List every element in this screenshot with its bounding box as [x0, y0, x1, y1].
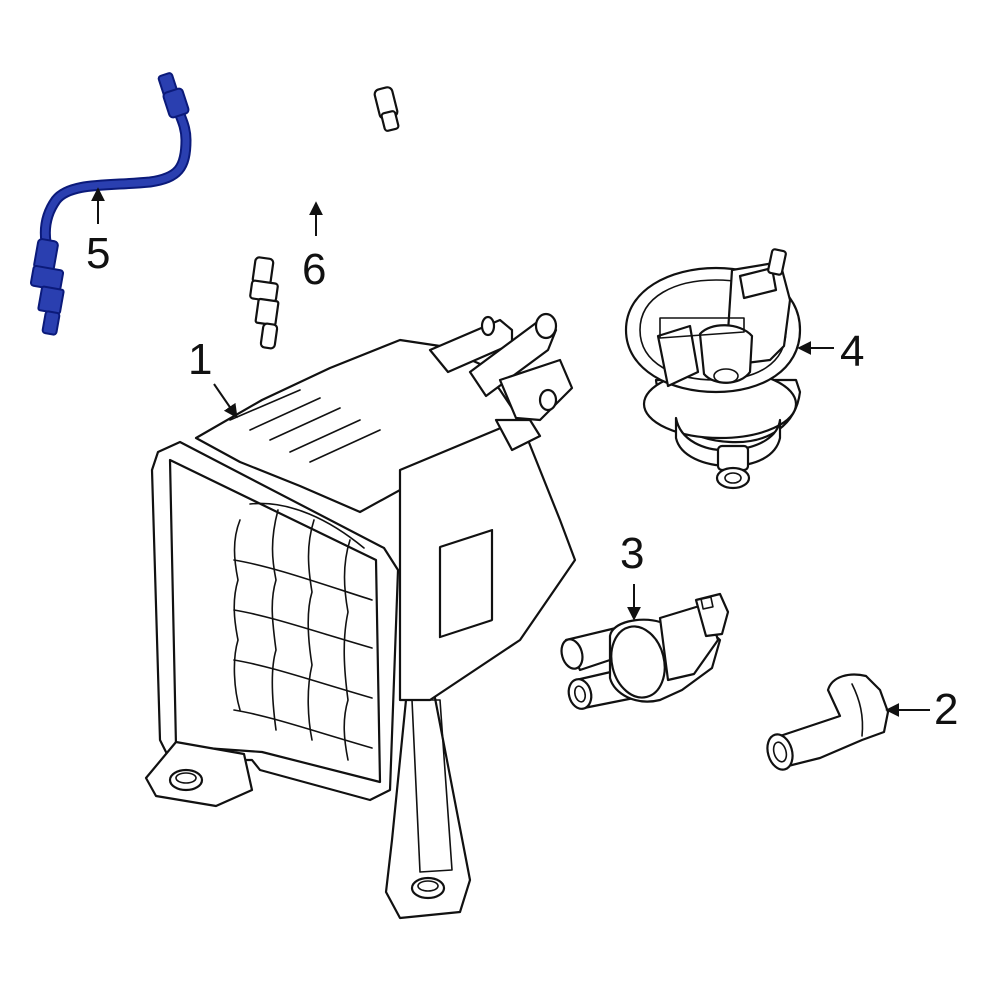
- canister-bracket: [384, 658, 472, 920]
- oxygen-sensor-5[interactable]: [29, 72, 192, 336]
- sensor-6-thread: [254, 297, 280, 327]
- callout-1[interactable]: 1: [188, 335, 212, 384]
- valve4-plug-left: [656, 324, 700, 388]
- purge-valve-3[interactable]: [558, 592, 730, 711]
- canister-label-plate: [438, 528, 494, 639]
- callout-3[interactable]: 3: [620, 529, 644, 578]
- callout-arrows: [91, 187, 930, 717]
- hose-end-bore: [772, 741, 788, 763]
- callout-6[interactable]: 6: [302, 245, 326, 294]
- vacuum-valve-4[interactable]: [624, 248, 802, 490]
- charcoal-canister-1[interactable]: [144, 312, 577, 920]
- valve4-plug-right: [698, 324, 754, 384]
- foot-hole-inner: [175, 772, 197, 784]
- hose-end: [766, 733, 794, 771]
- callout-4[interactable]: 4: [840, 327, 864, 376]
- hose-elbow-2[interactable]: [764, 673, 890, 773]
- valve4-nozzle: [716, 444, 750, 472]
- valve4-nozzle-end: [715, 466, 751, 490]
- valve4-nozzle-bore: [724, 472, 742, 484]
- canister-top: [194, 338, 522, 514]
- canister-ports: [428, 312, 574, 452]
- sensor-6-tip: [259, 322, 279, 350]
- valve3-inlet-end: [560, 638, 584, 670]
- sensor-5-thread: [37, 285, 65, 315]
- valve3-connector-tab: [700, 596, 714, 610]
- valve3-outlet-bore: [573, 685, 587, 703]
- canister-grid: [233, 502, 373, 761]
- sensor-6-wire-outer: [259, 118, 410, 264]
- oxygen-sensor-6[interactable]: [249, 86, 412, 350]
- valve3-connector: [694, 592, 730, 638]
- valve4-collar: [659, 317, 745, 339]
- valve4-plug-hole: [713, 368, 739, 384]
- hose-bend-line: [851, 683, 864, 737]
- callout-2[interactable]: 2: [934, 685, 958, 734]
- sensor-5-wire-fill: [41, 106, 190, 246]
- sensor-6-wire-inner: [257, 117, 412, 265]
- sensor-6-boot: [380, 110, 400, 132]
- canister-top-ridges: [229, 389, 381, 463]
- valve4-bottom-cup: [674, 416, 782, 468]
- hose-body: [778, 673, 890, 768]
- valve4-connector-top: [738, 266, 778, 300]
- sensor-5-tip: [41, 310, 61, 336]
- canister-front-inner: [168, 458, 382, 784]
- valve4-port: [767, 248, 787, 276]
- sensor-5-connector-body: [162, 87, 190, 119]
- callout-5[interactable]: 5: [86, 229, 110, 278]
- valve3-outlet-end: [567, 678, 593, 710]
- bracket-hole-inner: [417, 880, 439, 892]
- arrow-1: [213, 383, 238, 419]
- valve3-flange: [610, 625, 666, 699]
- canister-front-frame: [150, 440, 400, 802]
- callout-labels: 1 2 3 4 5 6: [86, 229, 958, 734]
